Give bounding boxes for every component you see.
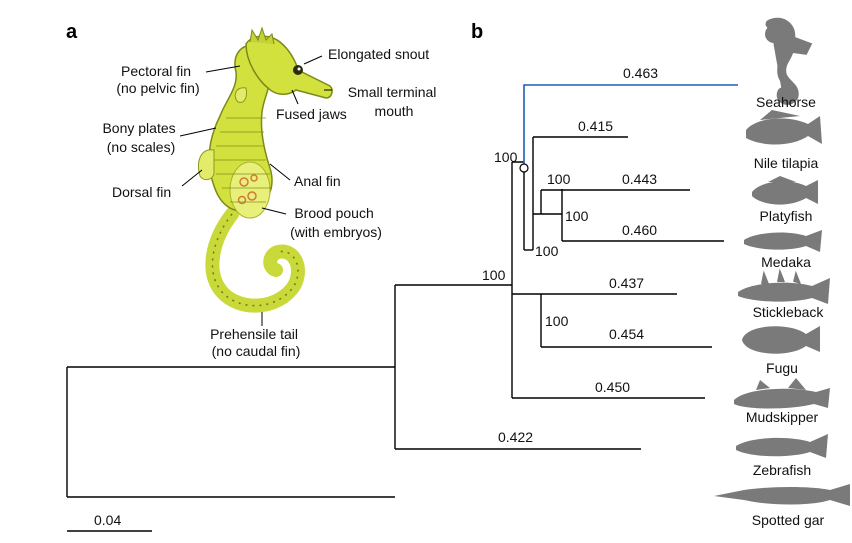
scale-bar-label: 0.04 <box>94 512 121 528</box>
zebrafish-branch <box>394 284 641 450</box>
mudskipper-branch <box>511 162 705 399</box>
panel-b-label: b <box>471 21 483 43</box>
species-label-stickleback: Stickleback <box>753 304 825 320</box>
stickleback-icon <box>738 268 830 304</box>
bootstrap-seahorse-node: 100 <box>494 149 518 165</box>
fugu-icon <box>742 326 820 354</box>
branch-length-seahorse: 0.463 <box>623 65 658 81</box>
platyfish-icon <box>752 176 818 205</box>
bootstrap-tilapia-clade: 100 <box>535 243 559 259</box>
branch-length-stickleback: 0.437 <box>609 275 644 291</box>
fused-jaws-label: Fused jaws <box>276 106 347 122</box>
species-label-zebrafish: Zebrafish <box>753 462 811 478</box>
root-branches <box>66 366 395 498</box>
branch-length-platyfish: 0.443 <box>622 171 657 187</box>
branch-length-zebrafish: 0.422 <box>498 429 533 445</box>
small-terminal-mouth-label: Small terminal mouth <box>348 84 441 119</box>
species-label-medaka: Medaka <box>761 254 811 270</box>
seahorse-icon <box>765 17 813 105</box>
brood-pouch-label: Brood pouch (with embryos) <box>290 205 382 240</box>
bootstrap-platyfish-medaka: 100 <box>565 208 589 224</box>
internal-branches <box>512 161 541 295</box>
species-label-platyfish: Platyfish <box>760 208 813 224</box>
nile-tilapia-branch <box>532 136 628 250</box>
seahorse-leader-lines <box>179 55 332 326</box>
species-label-nile-tilapia: Nile tilapia <box>754 155 819 171</box>
species-label-spotted-gar: Spotted gar <box>752 512 825 528</box>
platyfish-medaka-branches <box>540 189 724 242</box>
bony-plates-label: Bony plates (no scales) <box>102 120 179 155</box>
seahorse-node-marker <box>519 163 529 173</box>
zebrafish-icon <box>736 434 828 458</box>
species-label-mudskipper: Mudskipper <box>746 409 819 425</box>
bootstrap-root-node: 100 <box>482 267 506 283</box>
species-label-fugu: Fugu <box>766 360 798 376</box>
stickleback-fugu-branches <box>540 293 712 348</box>
bootstrap-stickleback-fugu: 100 <box>545 313 569 329</box>
spotted-gar-icon <box>714 484 850 506</box>
branch-length-nile-tilapia: 0.415 <box>578 118 613 134</box>
seahorse-branch <box>523 84 738 168</box>
mudskipper-icon <box>734 378 830 409</box>
species-label-seahorse: Seahorse <box>756 94 816 110</box>
bootstrap-platyfish-medaka-clade: 100 <box>547 171 571 187</box>
panel-a-label: a <box>66 21 78 43</box>
prehensile-tail-label: Prehensile tail (no caudal fin) <box>210 326 302 359</box>
medaka-icon <box>744 230 822 252</box>
seahorse-illustration <box>198 26 333 313</box>
branch-length-fugu: 0.454 <box>609 326 644 342</box>
tilapia-icon <box>746 110 822 145</box>
dorsal-fin-label: Dorsal fin <box>112 184 171 200</box>
branch-length-mudskipper: 0.450 <box>595 379 630 395</box>
anal-fin-label: Anal fin <box>294 173 341 189</box>
phylogenetic-tree <box>66 84 738 532</box>
elongated-snout-label: Elongated snout <box>328 46 429 62</box>
pectoral-fin-label: Pectoral fin (no pelvic fin) <box>116 63 199 96</box>
branch-length-medaka: 0.460 <box>622 222 657 238</box>
